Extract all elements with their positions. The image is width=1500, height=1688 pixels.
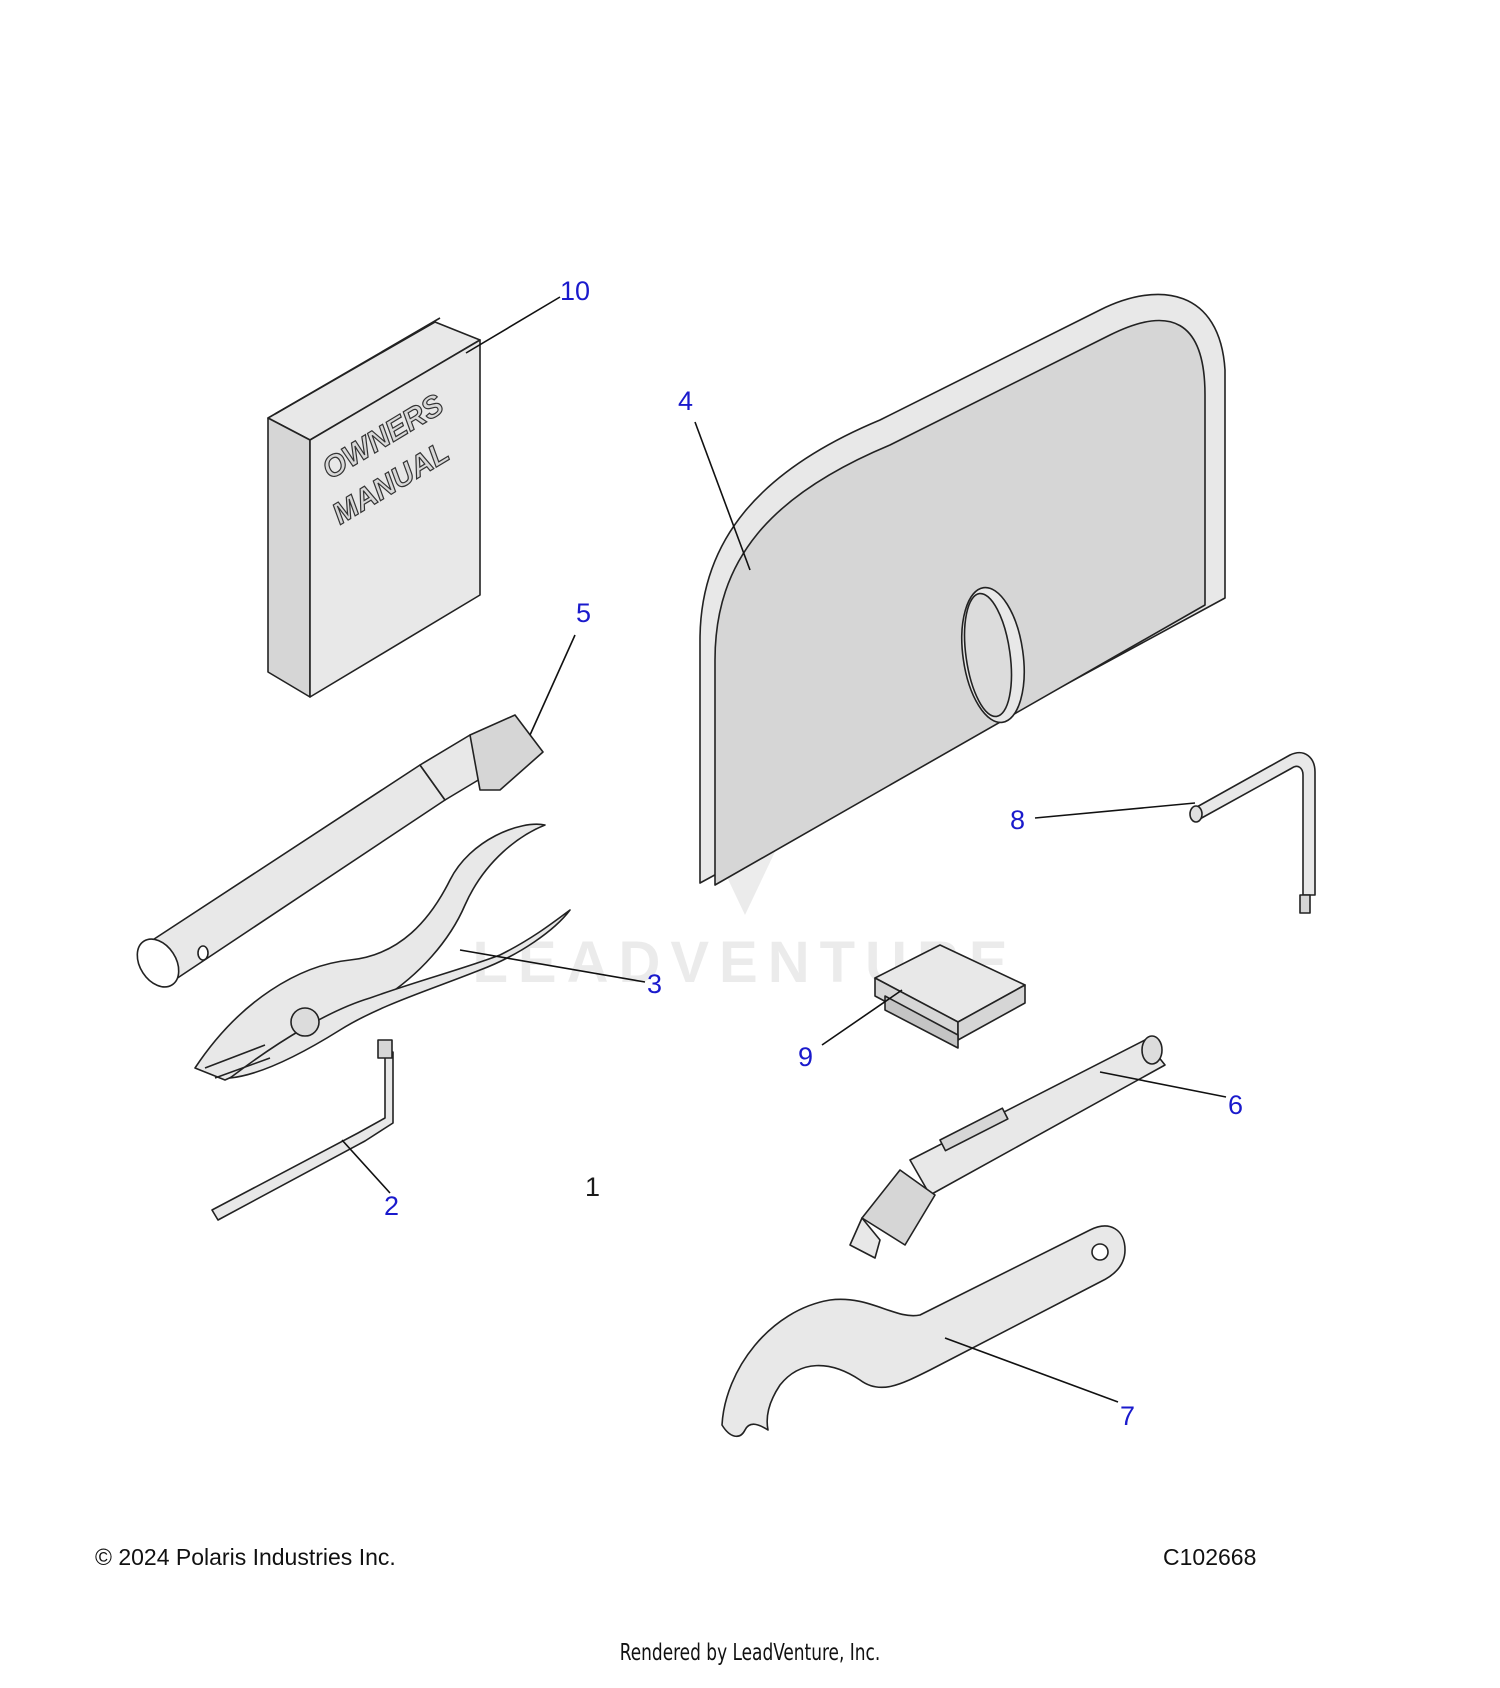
- owners-manual[interactable]: OWNERS MANUAL: [267, 317, 481, 698]
- leader-5: [529, 634, 576, 736]
- spanner-wrench[interactable]: [721, 1225, 1126, 1438]
- leader-10: [465, 296, 561, 354]
- leader-lines: [341, 296, 1227, 1403]
- copyright-notice: © 2024 Polaris Industries Inc.: [95, 1544, 396, 1570]
- leader-3: [459, 949, 646, 983]
- torx-l-key[interactable]: [211, 1039, 394, 1221]
- rendered-by-credit: Rendered by LeadVenture, Inc.: [619, 1640, 881, 1666]
- tire-pressure-gauge[interactable]: [849, 1035, 1166, 1259]
- leader-7: [944, 1337, 1119, 1403]
- callouts: 10 4 5 8 3 9 6 2 1 7: [384, 276, 1243, 1431]
- tool-pouch[interactable]: [699, 293, 1226, 886]
- leader-4: [694, 421, 751, 571]
- callout-5[interactable]: 5: [576, 598, 591, 628]
- pliers[interactable]: [194, 823, 571, 1081]
- leader-8: [1034, 802, 1196, 819]
- leader-9: [821, 989, 903, 1046]
- callout-7[interactable]: 7: [1120, 1401, 1135, 1431]
- callout-2[interactable]: 2: [384, 1191, 399, 1221]
- callout-6[interactable]: 6: [1228, 1090, 1243, 1120]
- drawing-id: C102668: [1163, 1544, 1257, 1570]
- hex-l-key[interactable]: [1189, 751, 1316, 914]
- leader-2: [341, 1139, 391, 1194]
- fuse-block[interactable]: [874, 944, 1026, 1049]
- spark-plug-socket[interactable]: [129, 714, 544, 995]
- callout-9[interactable]: 9: [798, 1042, 813, 1072]
- leader-6: [1099, 1071, 1227, 1098]
- callout-10[interactable]: 10: [560, 276, 590, 306]
- callout-4[interactable]: 4: [678, 386, 693, 416]
- callout-3[interactable]: 3: [647, 969, 662, 999]
- callout-1[interactable]: 1: [585, 1172, 600, 1202]
- callout-8[interactable]: 8: [1010, 805, 1025, 835]
